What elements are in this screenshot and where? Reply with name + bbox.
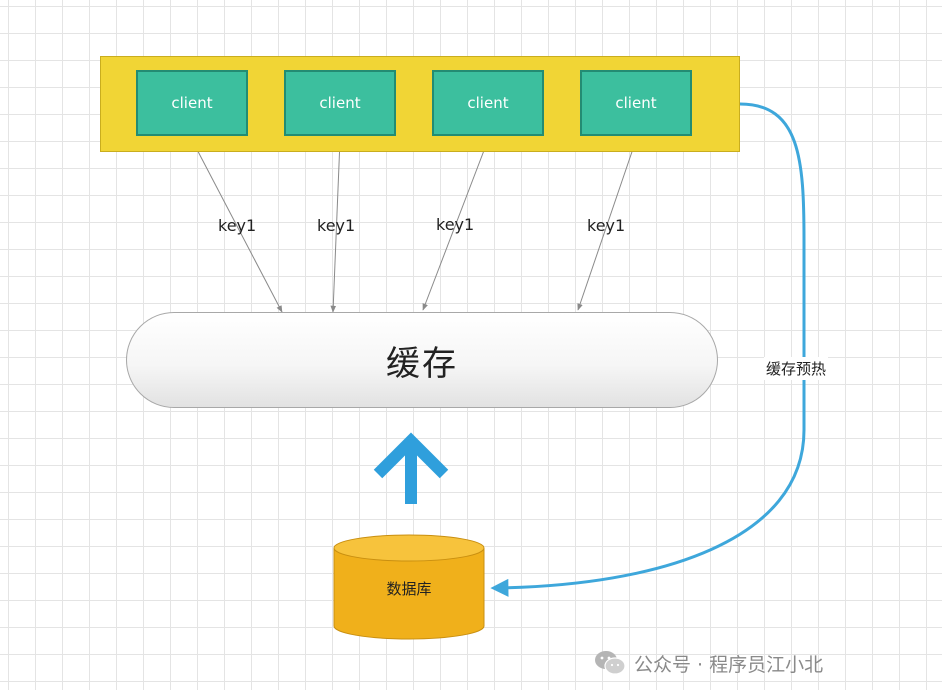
request-label: key1 [436,215,475,234]
client-node: client [136,70,248,136]
cache-node: 缓存 [126,312,718,408]
client-node: client [432,70,544,136]
request-label: key1 [317,216,356,235]
database-label: 数据库 [386,579,432,598]
database-cylinder [333,534,485,640]
request-arrow-4 [577,139,637,311]
request-label: key1 [218,216,257,235]
request-arrow-3 [422,139,489,311]
client-node: client [580,70,692,136]
prewarm-connector [490,102,806,597]
request-label: key1 [587,216,626,235]
wechat-icon [595,651,626,675]
request-arrow-1 [191,139,283,313]
client-node: client [284,70,396,136]
load-up-arrow-icon [373,432,449,504]
client-group: client client client client [100,56,740,152]
prewarm-label: 缓存预热 [764,357,829,380]
request-arrow-2 [330,139,341,313]
watermark-text: 公众号 · 程序员江小北 [634,653,824,676]
watermark: 公众号 · 程序员江小北 [594,646,823,680]
